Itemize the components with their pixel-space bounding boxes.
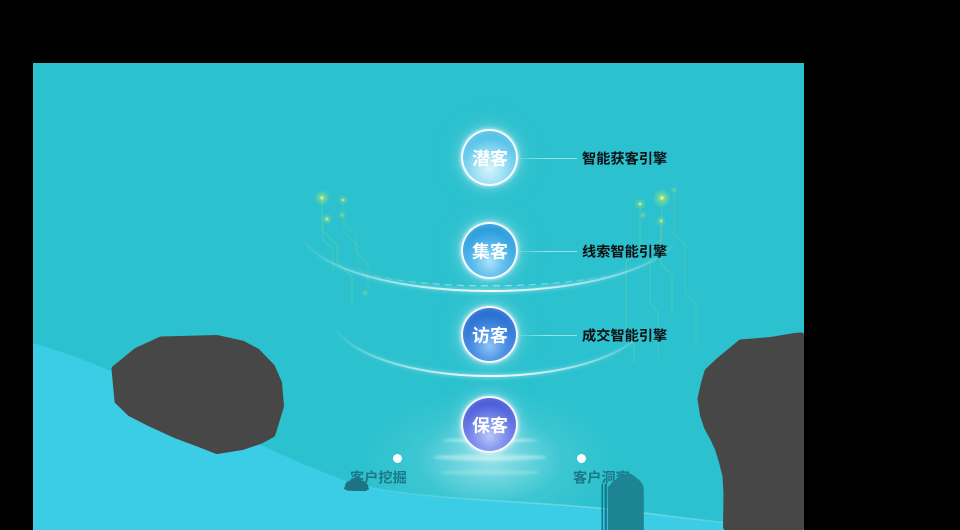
funnel-stage-ball-qianke: 潜客 [461, 129, 518, 186]
connector-line [519, 251, 577, 252]
feature-diagram-panel: 潜客 集客 访客 保客 智能获客引擎 线索智能引擎 成交智能引擎 客户挖掘 客户… [33, 63, 804, 530]
engine-label-leads: 线索智能引擎 [582, 244, 667, 258]
background-art [33, 186, 804, 530]
funnel-stage-label [472, 325, 508, 344]
silhouette-blobs [111, 332, 804, 530]
connector-line [519, 158, 577, 159]
funnel-stage-ball-jike: 集客 [461, 222, 518, 279]
circuit-decoration-left [321, 202, 369, 303]
circuit-glow-dots [314, 186, 678, 297]
funnel-stage-label [471, 415, 508, 434]
engine-label-deals: 成交智能引擎 [582, 328, 667, 342]
circuit-decoration-right [625, 194, 697, 363]
funnel-stage-ball-baoke: 保客 [461, 396, 518, 453]
engine-label-acquisition: 智能获客引擎 [582, 151, 667, 165]
feature-bullet-dot [577, 454, 586, 463]
feature-label-insight: 客户洞察 [573, 470, 630, 484]
funnel-stage-label [472, 148, 508, 167]
funnel-stage-label [471, 241, 508, 260]
feature-bullet-dot [393, 454, 402, 463]
funnel-stage-ball-fangke: 访客 [461, 306, 518, 363]
connector-line [519, 335, 577, 336]
feature-label-mining: 客户挖掘 [350, 470, 407, 484]
